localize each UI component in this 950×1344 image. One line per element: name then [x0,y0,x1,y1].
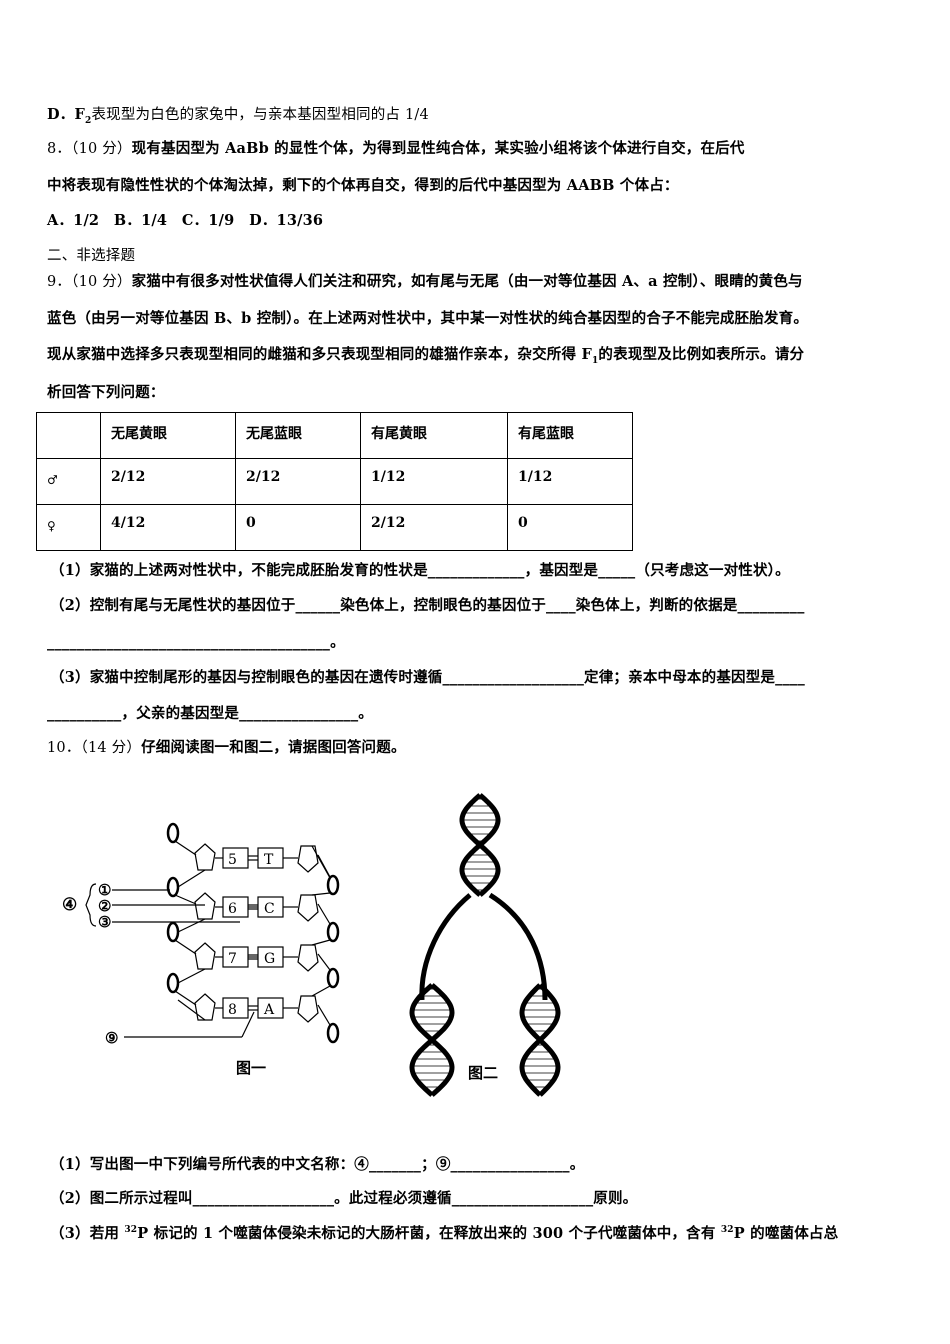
base-number: 5 [228,852,237,868]
q9-sub2-cont: ______________________________________。 [47,634,345,651]
q10-sub1: （1）写出图一中下列编号所代表的中文名称：④_______；⑨_________… [50,1156,585,1173]
q9-sub3-cont: __________，父亲的基因型是________________。 [47,705,373,722]
phosphate-circle [326,921,340,943]
table-cell: 1/12 [507,458,633,505]
table-cell: 4/12 [100,504,236,551]
deoxyribose-pentagon [194,942,216,970]
deoxyribose-pentagon [297,845,319,873]
table-row: ♂ 2/12 2/12 1/12 1/12 [36,458,633,505]
phosphate-circle [166,921,180,943]
deoxyribose-pentagon [194,892,216,920]
phosphate-circle [326,967,340,989]
parent-helix-strand [459,793,501,897]
base-number: 7 [228,951,237,967]
q10-intro: 10．（14 分）仔细阅读图一和图二，请据图回答问题。 [47,739,406,756]
unwinding-strand [419,893,472,1001]
table-cell: 无尾黄眼 [100,412,236,459]
unwinding-strand [488,892,548,1001]
table-cell: ♀ [36,504,101,551]
q10-sub2: （2）图二所示过程叫___________________。此过程必须遵循___… [50,1190,638,1207]
table-row: ♀ 4/12 0 2/12 0 [36,504,633,551]
base-letter: C [264,901,275,917]
figure-1-dna-structure: 5 T 6 C 7 G 8 A ④ ①②③ ⑨ [62,822,340,1047]
q9-line1: 9．（10 分）家猫中有很多对性状值得人们关注和研究，如有尾与无尾（由一对等位基… [47,273,803,290]
q8-line1: 8．（10 分）现有基因型为 AaBb 的显性个体，为得到显性纯合体，某实验小组… [47,140,745,157]
q8-options: A．1/2 B．1/4 C．1/9 D．13/36 [47,212,324,229]
daughter-helix-right-strand [519,983,561,1097]
phosphate-circle [166,972,180,994]
q10-sub3: （3）若用 32P 标记的 1 个噬菌体侵染未标记的大肠杆菌，在释放出来的 30… [50,1225,839,1242]
q9-line2: 蓝色（由另一对等位基因 B、b 控制）。在上述两对性状中，其中某一对性状的纯合基… [47,310,809,327]
table-cell: 2/12 [360,504,508,551]
q9-sub3: （3）家猫中控制尾形的基因与控制眼色的基因在遗传时遵循_____________… [50,669,805,686]
table-header-row: 无尾黄眼 无尾蓝眼 有尾黄眼 有尾蓝眼 [36,412,633,459]
number-label: ⑨ [105,1029,118,1047]
deoxyribose-pentagon [194,843,216,871]
phosphate-circle [326,1022,340,1044]
f1-ratio-table: 无尾黄眼 无尾蓝眼 有尾黄眼 有尾蓝眼 ♂ 2/12 2/12 1/12 1/1… [36,412,633,551]
q8-line2: 中将表现有隐性性状的个体淘汰掉，剩下的个体再自交，得到的后代中基因型为 AABB… [47,177,679,194]
section-heading: 二、非选择题 [47,248,136,264]
table-cell: 2/12 [235,458,361,505]
number-label: ① [98,881,111,899]
deoxyribose-pentagon [297,894,319,922]
phosphate-circle [326,874,340,896]
base-letter: G [264,951,275,967]
q9-sub1: （1）家猫的上述两对性状中，不能完成胚胎发育的性状是_____________，… [50,562,790,579]
phosphate-circle [166,822,180,844]
base-letter: A [263,1002,275,1018]
base-number: 8 [228,1002,237,1018]
q7-option-d: D．F2表现型为白色的家兔中，与亲本基因型相同的占 1/4 [47,106,429,126]
table-cell: 0 [507,504,633,551]
number-label: ④ [62,895,77,915]
number-label: ② [98,897,111,915]
daughter-helix-left-strand [409,983,455,1097]
figure-2-dna-replication [409,793,561,1097]
base-letter: T [264,852,274,868]
phosphate-circle [166,876,180,898]
table-cell: ♂ [36,458,101,505]
base-number: 6 [228,901,237,917]
figure-2-caption: 图二 [468,1064,498,1082]
table-cell: 有尾黄眼 [360,412,508,459]
q9-sub2: （2）控制有尾与无尾性状的基因位于______染色体上，控制眼色的基因位于___… [50,597,805,614]
q9-line3: 现从家猫中选择多只表现型相同的雌猫和多只表现型相同的雄猫作亲本，杂交所得 F1的… [47,346,805,366]
number-label: ③ [98,913,111,931]
deoxyribose-pentagon [297,944,319,972]
q9-line4: 析回答下列问题： [47,384,165,401]
deoxyribose-pentagon [297,995,319,1023]
deoxyribose-pentagon [194,993,216,1021]
figure-1-caption: 图一 [236,1059,266,1077]
table-cell: 0 [235,504,361,551]
table-cell: 有尾蓝眼 [507,412,633,459]
